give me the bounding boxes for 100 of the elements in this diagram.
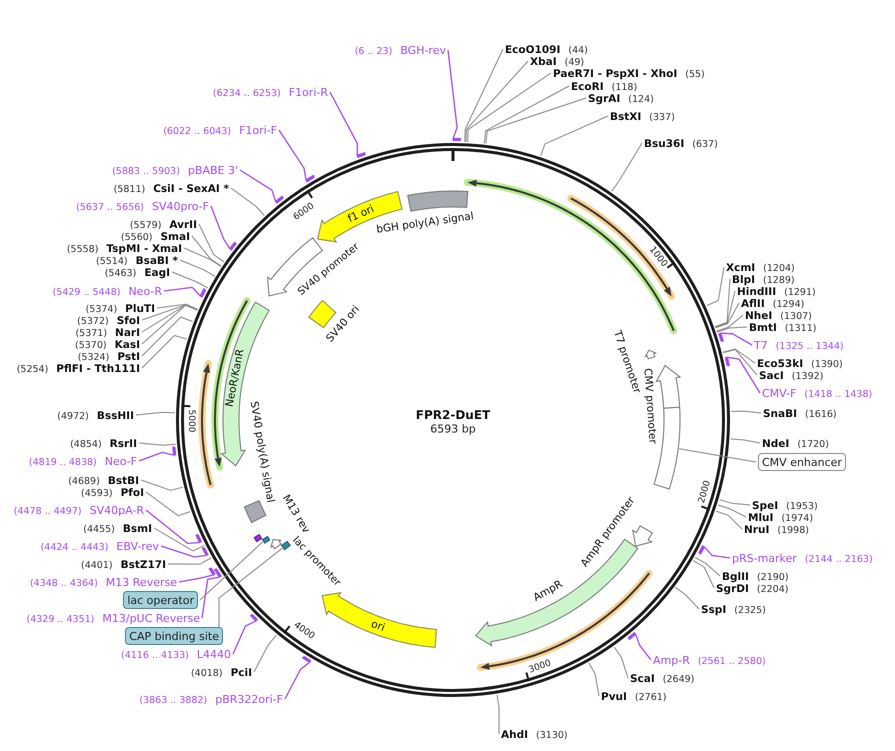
leader-line bbox=[716, 326, 748, 333]
enzyme-label: SpeI (1953) bbox=[752, 497, 818, 513]
leader-line bbox=[329, 92, 366, 158]
feature-segment bbox=[655, 364, 682, 409]
leader-line bbox=[201, 568, 222, 618]
leader-line bbox=[719, 499, 750, 506]
leader-line bbox=[485, 98, 586, 144]
leader-line bbox=[278, 130, 315, 182]
leader-line bbox=[674, 586, 700, 610]
enzyme-label: BglII (2190) bbox=[722, 568, 789, 584]
leader-line bbox=[142, 335, 188, 368]
primer-label: (5429 .. 5448) Neo-R bbox=[52, 283, 162, 299]
leader-line bbox=[614, 646, 628, 678]
feature-segment bbox=[244, 500, 267, 524]
feature-label: CMV promoter bbox=[640, 368, 658, 444]
plasmid-name: FPR2-DuET bbox=[416, 408, 490, 422]
leader-line bbox=[200, 541, 264, 600]
leader-line bbox=[172, 272, 208, 289]
enzyme-label: (4972) BssHII bbox=[57, 407, 134, 423]
leader-line bbox=[210, 206, 237, 251]
leader-line bbox=[230, 188, 265, 216]
leader-line bbox=[447, 50, 462, 142]
leader-line bbox=[718, 332, 752, 346]
primer-label: (4819 .. 4838) Neo-F bbox=[28, 453, 137, 469]
enzyme-label: (4018) PciI bbox=[190, 664, 252, 680]
leader-line bbox=[284, 656, 312, 700]
tick-label: 3000 bbox=[528, 658, 552, 676]
leader-line bbox=[192, 236, 222, 266]
leader-line bbox=[168, 557, 212, 565]
leader-line bbox=[496, 694, 500, 734]
leader-line bbox=[718, 504, 746, 518]
leader-line bbox=[164, 286, 206, 298]
leader-line bbox=[466, 60, 528, 142]
leader-line bbox=[142, 304, 198, 344]
feature-segment bbox=[254, 534, 262, 542]
primer-label: (4116 .. 4133) L4440 bbox=[121, 646, 231, 662]
enzyme-label: (4455) BsmI bbox=[83, 520, 152, 536]
leader-line bbox=[156, 304, 198, 310]
primer-label: pRS-marker (2144 .. 2163) bbox=[732, 550, 873, 566]
feature-segment bbox=[322, 592, 438, 648]
leader-line bbox=[714, 278, 730, 328]
leader-line bbox=[467, 72, 552, 143]
leader-line bbox=[146, 492, 191, 516]
leader-line bbox=[154, 528, 205, 552]
leader-line bbox=[180, 260, 216, 277]
leader-line bbox=[724, 356, 761, 394]
primer-label: CMV-F (1418 .. 1438) bbox=[762, 385, 872, 401]
leader-line bbox=[218, 548, 283, 628]
leader-line bbox=[715, 302, 740, 328]
enzyme-label: ScaI (2649) bbox=[630, 670, 694, 686]
tick-label: 2000 bbox=[696, 480, 713, 505]
primer-label: (6 .. 23) BGH-rev bbox=[354, 42, 446, 58]
leader-line bbox=[464, 48, 504, 142]
leader-line bbox=[588, 662, 600, 696]
feature-segment bbox=[474, 538, 638, 647]
primer-label: (4329 .. 4351) M13/pUC Reverse bbox=[26, 610, 200, 626]
primer-label: Amp-R (2561 .. 2580) bbox=[653, 652, 766, 668]
primer-label: (5883 .. 5903) pBABE 3' bbox=[112, 162, 238, 178]
enzyme-label: (4854) RsrII bbox=[70, 435, 137, 451]
leader-line bbox=[254, 634, 277, 672]
feature-callout: CMV enhancer bbox=[758, 453, 846, 471]
leader-line bbox=[722, 349, 758, 376]
enzyme-label: NdeI (1720) bbox=[762, 435, 829, 451]
leader-line bbox=[692, 560, 714, 588]
leader-line bbox=[722, 348, 756, 364]
enzyme-label: BstXI (337) bbox=[610, 108, 675, 124]
plasmid-size: 6593 bp bbox=[430, 422, 476, 436]
leader-line bbox=[232, 614, 258, 654]
leader-line bbox=[160, 545, 209, 558]
primer-label: (4478 .. 4497) SV40pA-R bbox=[14, 502, 144, 518]
leader-line bbox=[142, 316, 194, 356]
enzyme-label: NruI (1998) bbox=[744, 521, 809, 537]
enzyme-label: AhdI (3130) bbox=[501, 726, 568, 742]
enzyme-label: SnaBI (1616) bbox=[763, 405, 837, 421]
feature-segment bbox=[644, 350, 658, 360]
primer-label: T7 (1325 .. 1344) bbox=[754, 337, 844, 353]
leader-line bbox=[706, 266, 724, 306]
leader-line bbox=[140, 480, 184, 491]
primer-label: (4348 .. 4364) M13 Reverse bbox=[30, 574, 177, 590]
feature-callout: lac operator bbox=[123, 591, 198, 609]
feature-segment bbox=[220, 302, 270, 467]
leader-line bbox=[184, 248, 222, 267]
leader-line bbox=[484, 86, 570, 144]
feature-segment bbox=[632, 525, 653, 547]
primer-label: (5637 .. 5656) SV40pro-F bbox=[76, 198, 209, 214]
leader-line bbox=[198, 224, 224, 262]
enzyme-label: (5463) EagI bbox=[104, 264, 170, 280]
leader-line bbox=[136, 412, 176, 416]
feature-segment bbox=[407, 190, 468, 212]
enzyme-label: SspI (2325) bbox=[701, 601, 766, 617]
leader-line bbox=[138, 442, 176, 446]
leader-line bbox=[730, 438, 760, 444]
feature-segment bbox=[262, 536, 270, 544]
primer-label: (4424 .. 4443) EBV-rev bbox=[40, 538, 159, 554]
leader-line bbox=[678, 448, 756, 462]
leader-line bbox=[694, 556, 720, 576]
feature-label: bGH poly(A) signal bbox=[376, 210, 475, 236]
primer-label: (6234 .. 6253) F1ori-R bbox=[212, 84, 328, 100]
feature-callout: CAP binding site bbox=[125, 627, 223, 645]
primer-label: (3863 .. 3882) pBR322ori-F bbox=[139, 691, 283, 707]
